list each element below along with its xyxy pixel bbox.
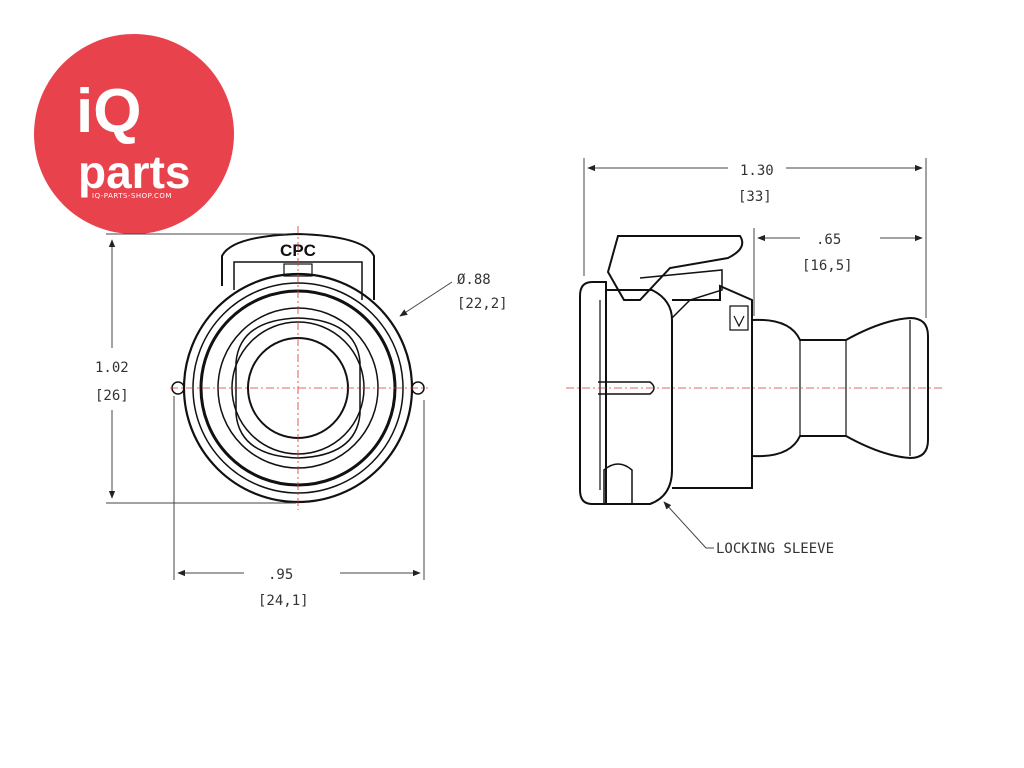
- inner-bore-housing: [235, 317, 361, 459]
- iq-parts-logo[interactable]: iQ parts IQ-PARTS-SHOP.COM: [34, 34, 234, 234]
- dim-tail-metric: [16,5]: [802, 258, 853, 274]
- side-view: [579, 235, 929, 505]
- logo-brand-bottom: parts: [78, 146, 190, 198]
- dim-width-lines: [173, 396, 425, 580]
- dim-diameter-value: Ø.88: [457, 272, 491, 288]
- main-body: [672, 284, 753, 489]
- dim-length-value: 1.30: [740, 163, 774, 179]
- latch-arm: [639, 269, 723, 319]
- dim-tail-value: .65: [816, 232, 841, 248]
- logo-url: IQ-PARTS-SHOP.COM: [92, 192, 172, 200]
- dim-height-metric: [26]: [95, 388, 129, 404]
- dim-height-lines: [106, 233, 296, 504]
- dim-diameter-leader: [399, 281, 453, 317]
- dim-width-value: .95: [268, 567, 293, 583]
- logo-badge: [34, 34, 234, 234]
- dim-width-metric: [24,1]: [258, 593, 309, 609]
- logo-brand-top: iQ: [76, 77, 141, 146]
- locking-sleeve-body: [606, 289, 673, 505]
- dim-height-value: 1.02: [95, 360, 129, 376]
- dim-length-metric: [33]: [738, 189, 772, 205]
- lower-key: [603, 463, 633, 504]
- callout-leader: [663, 501, 714, 549]
- front-center-lines: [170, 226, 428, 510]
- latch-top: [606, 235, 744, 301]
- callout-locking-sleeve: LOCKING SLEEVE: [716, 541, 834, 557]
- dim-diameter-metric: [22,2]: [457, 296, 508, 312]
- front-flange: [579, 281, 607, 505]
- flow-arrow-icon: [733, 315, 745, 328]
- valve-indicator: [729, 305, 749, 331]
- dim-tail-lines: [753, 228, 923, 316]
- cpc-brand-mark: CPC: [280, 241, 316, 260]
- dim-length-lines: [583, 158, 927, 318]
